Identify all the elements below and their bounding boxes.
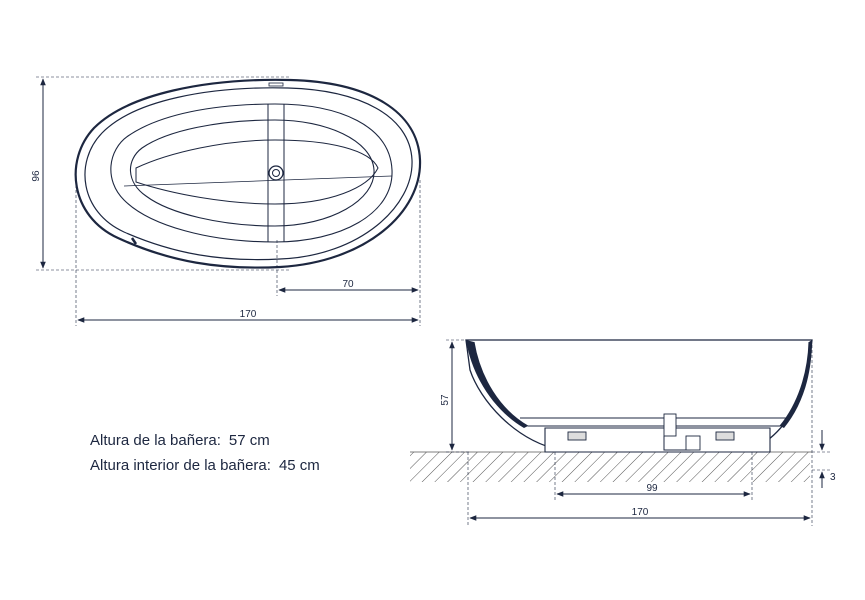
- drain-icon: [268, 165, 284, 181]
- drain-icon-inner: [272, 169, 280, 177]
- tub-base: [544, 427, 771, 453]
- tub-basin-outer: [110, 103, 393, 243]
- foot-right: [715, 431, 735, 441]
- floor-hatch: [410, 452, 810, 482]
- top-view: [36, 76, 422, 326]
- tub-basin-inner: [129, 119, 375, 227]
- foot-left: [567, 431, 587, 441]
- side-extension-lines: [446, 339, 830, 526]
- spec-line-total-height: Altura de la bañera: 57 cm: [90, 432, 270, 449]
- overflow-slot: [268, 82, 284, 87]
- side-view: [465, 339, 813, 453]
- spec-label: Altura interior de la bañera:: [90, 457, 271, 474]
- spec-value: 45 cm: [278, 457, 320, 474]
- dim-96-label: 96: [31, 170, 42, 182]
- top-dimensions: [40, 78, 419, 323]
- dim-57-label: 57: [440, 394, 451, 406]
- spec-line-inner-height: Altura interior de la bañera: 45 cm: [90, 457, 320, 474]
- side-dimensions: [449, 341, 825, 521]
- dim-70-label: 70: [342, 279, 354, 290]
- tub-inner-rim: [84, 87, 413, 261]
- spec-value: 57 cm: [228, 432, 270, 449]
- spec-label: Altura de la bañera:: [90, 432, 221, 449]
- drain-pipe: [663, 413, 677, 437]
- tub-outer-rim: [74, 78, 422, 269]
- dim-3-label: 3: [830, 472, 836, 483]
- dim-170-top-label: 170: [240, 309, 257, 320]
- dim-170-side-label: 170: [632, 507, 649, 518]
- dim-99-label: 99: [646, 483, 658, 494]
- tub-basin-floor: [135, 139, 379, 205]
- basin-centerline-horizontal: [123, 175, 393, 187]
